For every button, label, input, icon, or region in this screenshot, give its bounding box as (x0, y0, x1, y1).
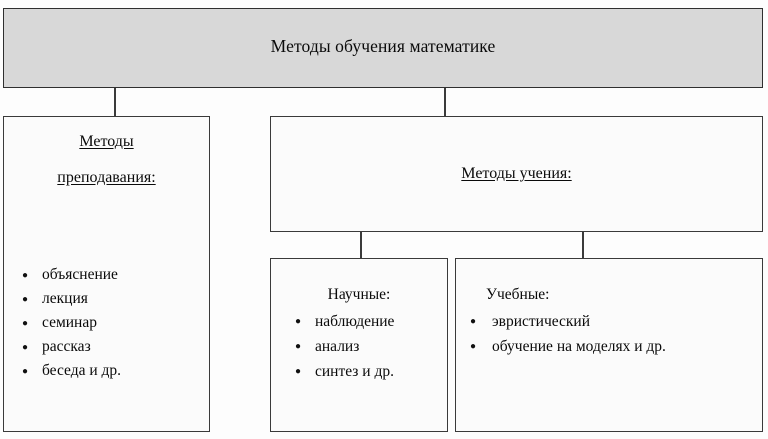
teaching-methods-list: объяснение лекция семинар рассказ беседа… (16, 263, 121, 384)
branch-box-learning-methods: Методы учения: (270, 116, 763, 232)
list-item: семинар (16, 311, 121, 336)
list-item: наблюдение (289, 309, 394, 334)
scientific-methods-list: наблюдение анализ синтез и др. (289, 309, 394, 384)
learning-heading: Методы учения: (461, 165, 572, 182)
list-item: анализ (289, 334, 394, 359)
connector-root-to-learning (444, 88, 446, 116)
list-item: синтез и др. (289, 359, 394, 384)
list-item: беседа и др. (16, 359, 121, 384)
scientific-heading: Научные: (327, 286, 391, 303)
connector-learning-to-scientific (360, 231, 362, 258)
list-item: рассказ (16, 335, 121, 360)
connector-learning-to-educational (582, 231, 584, 258)
teaching-heading-line-1: Методы (79, 133, 134, 150)
teaching-heading-wrap: Методы преподавания: (4, 117, 209, 191)
list-item: объяснение (16, 263, 121, 288)
branch-box-teaching-methods: Методы преподавания: объяснение лекция с… (3, 116, 210, 432)
teaching-heading-line-2: преподавания: (57, 169, 156, 186)
subbranch-box-educational-methods: Учебные: эвристический обучение на модел… (455, 258, 763, 432)
list-item: обучение на моделях и др. (464, 334, 752, 359)
connector-root-to-teaching (114, 88, 116, 116)
root-box-title: Методы обучения математике (270, 36, 496, 56)
list-item: эвристический (464, 309, 752, 334)
list-item: лекция (16, 287, 121, 312)
root-box-teaching-methods: Методы обучения математике (3, 8, 763, 88)
educational-methods-list: эвристический обучение на моделях и др. (464, 309, 752, 359)
subbranch-box-scientific-methods: Научные: наблюдение анализ синтез и др. (270, 258, 448, 432)
educational-heading: Учебные: (486, 286, 550, 303)
